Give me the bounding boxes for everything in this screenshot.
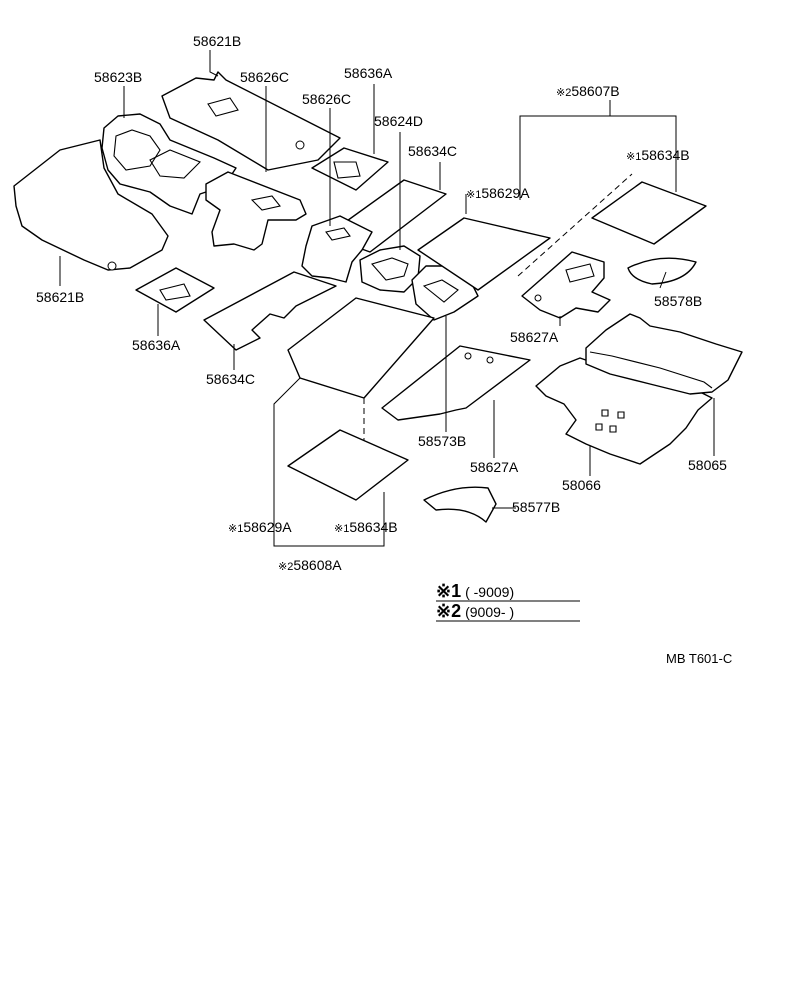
diagram-code: MB T601-C <box>666 651 732 666</box>
label-58577B: 58577B <box>512 499 560 515</box>
label-58626C-top: 58626C <box>240 69 289 85</box>
label-58621B-left: 58621B <box>36 289 84 305</box>
part-front-floor-carpet-upper <box>161 71 341 171</box>
part-silencer-pad-lower-small <box>135 267 215 313</box>
part-floor-silencer-right-upper <box>521 251 611 319</box>
label-58573B: 58573B <box>418 433 466 449</box>
label-58578B: 58578B <box>654 293 702 309</box>
dashed-link-upper <box>517 173 633 277</box>
part-tunnel-insulator <box>359 245 421 293</box>
note-2: ※2(9009- ) <box>436 601 514 621</box>
note-1: ※1( -9009) <box>436 581 514 601</box>
label-58626C-center: 58626C <box>302 91 351 107</box>
footnotes: ※1( -9009) ※2(9009- ) <box>436 581 580 622</box>
part-silencer-pad-lower-long <box>203 271 337 351</box>
label-58065: 58065 <box>688 457 727 473</box>
label-58621B-top: 58621B <box>193 33 241 49</box>
part-silencer-pad-upper-small <box>311 147 389 191</box>
label-58608A: ※258608A <box>278 557 342 573</box>
part-floor-silencer-pad-center <box>301 215 373 283</box>
label-58629A-upper: ※158629A <box>466 185 530 201</box>
part-wheelhouse-insulator-right <box>627 257 697 285</box>
label-58634B-upper: ※158634B <box>626 147 690 163</box>
label-58627A-upper: 58627A <box>510 329 559 345</box>
part-silencer-pad-lower-alt <box>287 429 409 501</box>
part-floor-silencer-lower <box>381 345 531 421</box>
label-58623B: 58623B <box>94 69 142 85</box>
part-wheelhouse-insulator-lower <box>423 486 497 523</box>
leader-lines <box>59 50 715 547</box>
label-58636A-lower: 58636A <box>132 337 181 353</box>
label-58624D: 58624D <box>374 113 423 129</box>
part-front-floor-carpet-left <box>13 139 169 271</box>
part-rear-floor-carpet-upper <box>585 313 743 395</box>
part-silencer-pad-lower-large <box>287 297 435 399</box>
label-58066: 58066 <box>562 477 601 493</box>
part-silencer-pad-upper-right <box>591 181 707 245</box>
part-floor-silencer-pad-left <box>205 171 307 251</box>
label-58629A-lower: ※158629A <box>228 519 292 535</box>
label-58634B-lower: ※158634B <box>334 519 398 535</box>
label-58634C-lower: 58634C <box>206 371 255 387</box>
part-silencer-pad-center-large <box>417 217 551 291</box>
label-58627A-lower: 58627A <box>470 459 519 475</box>
part-labels: 58621B 58623B 58626C 58636A 58626C 58624… <box>36 33 727 573</box>
label-58634C-top: 58634C <box>408 143 457 159</box>
label-58607B: ※258607B <box>556 83 620 99</box>
label-58636A-top: 58636A <box>344 65 393 81</box>
